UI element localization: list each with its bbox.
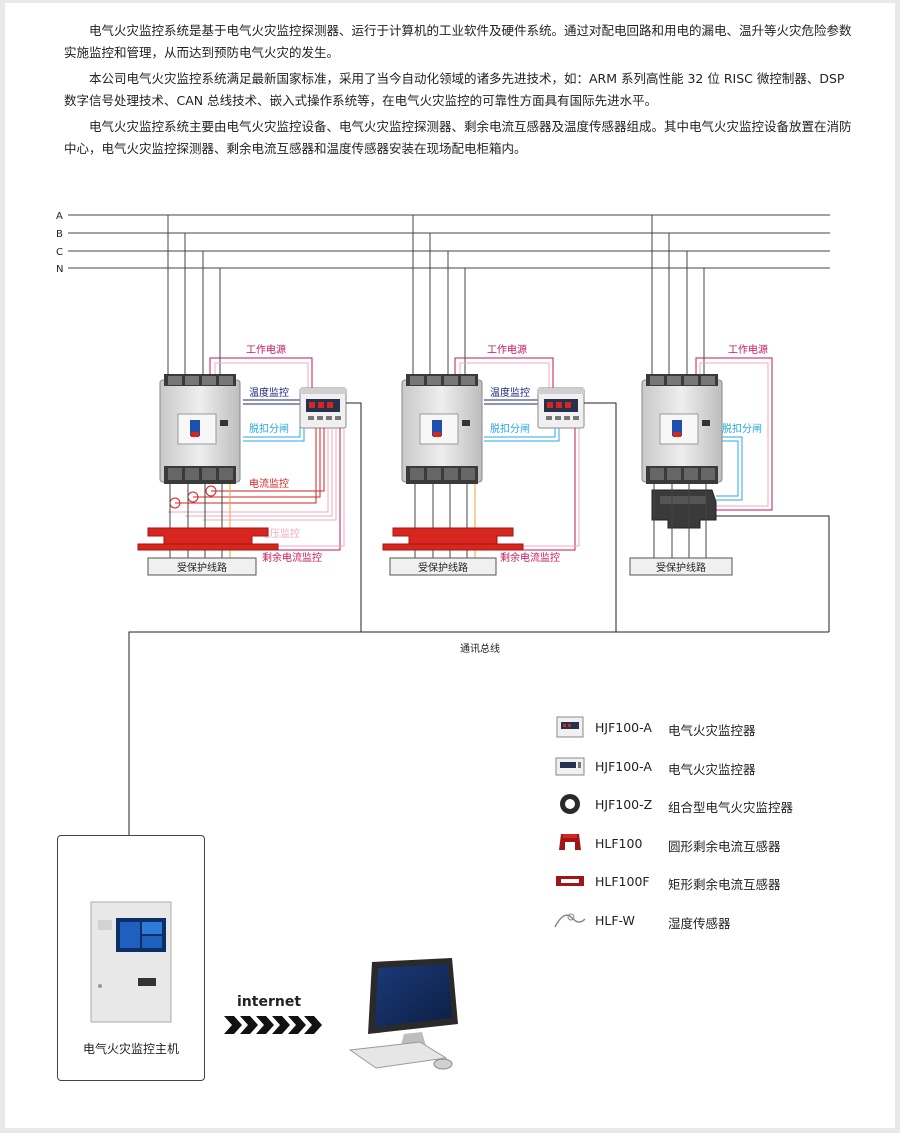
- unit-3: 工作电源 脱扣分闸 受保护线路: [629, 215, 830, 632]
- legend-desc: 电气火灾监控器: [668, 723, 756, 738]
- unit-2: 工作电源 温度监控 脱扣分闸 剩余电流监控 受保护线路: [382, 215, 617, 632]
- unit3-trip-label: 脱扣分闸: [722, 422, 762, 435]
- legend-model: HLF100F: [595, 874, 650, 889]
- legend-item: HLF-W 湿度传感器: [553, 905, 883, 944]
- unit-1: 工作电源 温度监控 脱扣分闸 电流监控 电压监控 剩余电流监控: [137, 215, 362, 632]
- legend-desc: 电气火灾监控器: [668, 761, 756, 777]
- unit1-temp-label: 温度监控: [249, 386, 289, 399]
- unit3-combo-monitor-icon: [651, 489, 717, 529]
- unit2-breaker-icon: [401, 373, 483, 485]
- legend-model: HJF100-A: [595, 758, 652, 774]
- legend-item: HLF100 圆形剩余电流互感器: [553, 828, 883, 867]
- arrow-chevrons-icon: [224, 1016, 322, 1034]
- unit1-power-label: 工作电源: [246, 343, 286, 356]
- unit1-rect-ct-icon: [137, 527, 279, 551]
- internet-label: internet: [237, 994, 301, 1010]
- unit1-monitor-icon: [299, 387, 347, 429]
- communication-bus: 通讯总线: [128, 631, 829, 835]
- rail-monitor-icon: [556, 716, 584, 738]
- unit3-line-label: 受保护线路: [656, 561, 706, 574]
- unit2-residual-label: 剩余电流监控: [500, 551, 560, 564]
- host-cabinet-frame: 电气火灾监控主机: [57, 835, 205, 1081]
- legend-desc: 组合型电气火灾监控器: [668, 800, 794, 815]
- rect-ct-icon: [556, 876, 584, 886]
- legend-model: HJF100-Z: [595, 797, 653, 812]
- unit2-power-label: 工作电源: [487, 343, 527, 356]
- unit2-rect-ct-icon: [382, 527, 524, 551]
- rail-monitor-icon: [555, 757, 585, 775]
- legend-item: HJF100-Z 组合型电气火灾监控器: [553, 789, 883, 828]
- legend-item: HLF100F 矩形剩余电流互感器: [553, 866, 883, 905]
- phase-label-c: C: [56, 247, 63, 258]
- unit1-line-label: 受保护线路: [177, 561, 227, 574]
- phase-label-n: N: [56, 264, 63, 275]
- legend-desc: 湿度传感器: [668, 915, 731, 931]
- phase-lines: A B C N: [56, 211, 830, 275]
- legend-item: HJF100-A 电气火灾监控器: [553, 712, 883, 751]
- legend-model: HLF100: [595, 835, 643, 851]
- legend: HJF100-A 电气火灾监控器 HJF100-A 电气火灾监控器 HJF100…: [553, 712, 883, 943]
- unit2-temp-label: 温度监控: [490, 386, 530, 399]
- bus-label: 通讯总线: [460, 642, 500, 655]
- legend-item: HJF100-A 电气火灾监控器: [553, 751, 883, 790]
- legend-desc: 矩形剩余电流互感器: [668, 877, 781, 892]
- computer-icon: [348, 958, 458, 1070]
- legend-model: HJF100-A: [595, 720, 652, 735]
- unit1-current-label: 电流监控: [249, 477, 289, 490]
- unit1-trip-label: 脱扣分闸: [249, 422, 289, 435]
- unit1-breaker-icon: [159, 373, 241, 485]
- unit2-line-label: 受保护线路: [418, 561, 468, 574]
- unit2-monitor-icon: [537, 387, 585, 429]
- unit2-trip-label: 脱扣分闸: [490, 422, 530, 435]
- ring-ct-monitor-icon: [560, 794, 580, 814]
- unit3-breaker-icon: [641, 373, 723, 485]
- intro-paragraph-2: 本公司电气火灾监控系统满足最新国家标准，采用了当今自动化领域的诸多先进技术，如：…: [64, 71, 845, 108]
- host-label: 电气火灾监控主机: [82, 1042, 179, 1056]
- intro-text: 电气火灾监控系统是基于电气火灾监控探测器、运行于计算机的工业软件及硬件系统。通过…: [64, 20, 858, 164]
- phase-label-b: B: [56, 229, 63, 240]
- host-cabinet-icon: [90, 901, 172, 1023]
- legend-model: HLF-W: [595, 912, 635, 928]
- probe-sensor-icon: [554, 913, 586, 927]
- intro-paragraph-1: 电气火灾监控系统是基于电气火灾监控探测器、运行于计算机的工业软件及硬件系统。通过…: [64, 23, 852, 60]
- unit1-voltage-label: 电压监控: [260, 527, 300, 540]
- legend-desc: 圆形剩余电流互感器: [668, 838, 781, 854]
- unit3-power-label: 工作电源: [728, 343, 768, 356]
- round-ct-icon: [559, 833, 581, 850]
- unit1-residual-label: 剩余电流监控: [262, 551, 322, 564]
- intro-paragraph-3: 电气火灾监控系统主要由电气火灾监控设备、电气火灾监控探测器、剩余电流互感器及温度…: [64, 119, 852, 156]
- internet-link: internet: [224, 994, 322, 1034]
- phase-label-a: A: [56, 211, 63, 222]
